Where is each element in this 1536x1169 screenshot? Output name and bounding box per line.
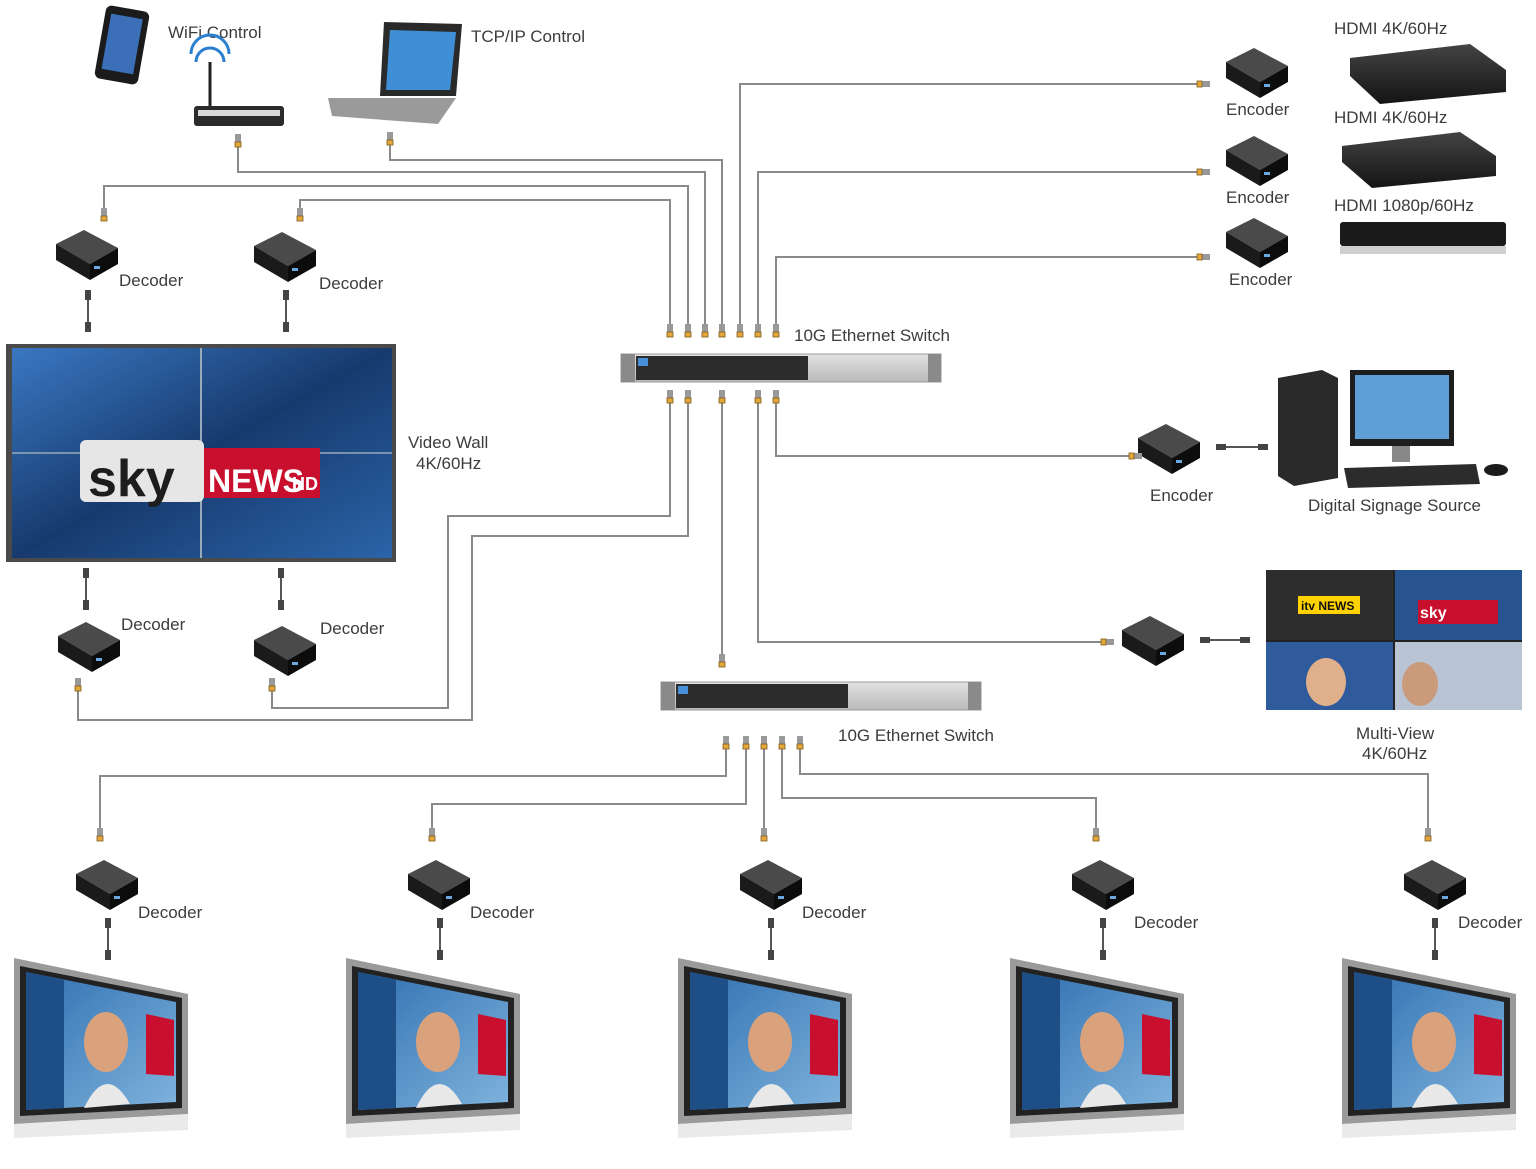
wifi-control-label: WiFi Control bbox=[168, 23, 262, 42]
wifi-router-icon bbox=[189, 33, 284, 126]
smartphone-icon bbox=[94, 5, 150, 85]
decoder-row-1-label: Decoder bbox=[138, 903, 203, 922]
signage-display-4 bbox=[1010, 958, 1184, 1138]
signage-display-3 bbox=[678, 958, 852, 1138]
hd-logo-text: HD bbox=[292, 474, 318, 494]
signage-display-5 bbox=[1342, 958, 1516, 1138]
decoder-row-5 bbox=[1404, 860, 1466, 910]
multiview-res-label: 4K/60Hz bbox=[1362, 744, 1427, 763]
hdmi-source-2-label: HDMI 4K/60Hz bbox=[1334, 108, 1447, 127]
network-cables bbox=[77, 83, 1429, 832]
tcpip-control-label: TCP/IP Control bbox=[471, 27, 585, 46]
encoder-2-label: Encoder bbox=[1226, 188, 1290, 207]
desktop-pc-icon bbox=[1278, 370, 1508, 488]
news-logo-text: NEWS bbox=[208, 463, 304, 499]
media-player-icon bbox=[1350, 44, 1506, 104]
switch-top-label: 10G Ethernet Switch bbox=[794, 326, 950, 345]
signage-display-1 bbox=[14, 958, 188, 1138]
video-wall: sky NEWS HD bbox=[6, 344, 396, 562]
decoder-bl bbox=[58, 622, 120, 672]
laptop-icon bbox=[328, 22, 462, 124]
media-player-icon bbox=[1342, 132, 1496, 188]
decoder-br bbox=[254, 626, 316, 676]
encoder-signage-label: Encoder bbox=[1150, 486, 1214, 505]
network-switch-bottom bbox=[660, 681, 982, 711]
digital-signage-label: Digital Signage Source bbox=[1308, 496, 1481, 515]
decoder-tr bbox=[254, 232, 316, 282]
encoder-1 bbox=[1226, 48, 1288, 98]
encoder-2 bbox=[1226, 136, 1288, 186]
signage-display-2 bbox=[346, 958, 520, 1138]
bluray-player-icon bbox=[1340, 222, 1506, 254]
encoder-3 bbox=[1226, 218, 1288, 268]
encoder-multiview bbox=[1122, 616, 1184, 666]
multiview-sky-text: sky bbox=[1420, 605, 1447, 622]
decoder-row-4 bbox=[1072, 860, 1134, 910]
hdmi-cable-icon bbox=[1200, 637, 1250, 643]
decoder-br-label: Decoder bbox=[320, 619, 385, 638]
decoder-row-2-label: Decoder bbox=[470, 903, 535, 922]
video-wall-res-label: 4K/60Hz bbox=[416, 454, 481, 473]
hdmi-source-3-label: HDMI 1080p/60Hz bbox=[1334, 196, 1474, 215]
sky-logo-text: sky bbox=[88, 450, 175, 508]
decoder-tl-label: Decoder bbox=[119, 271, 184, 290]
decoder-row-4-label: Decoder bbox=[1134, 913, 1199, 932]
network-switch-top bbox=[620, 353, 942, 383]
hdmi-source-1-label: HDMI 4K/60Hz bbox=[1334, 19, 1447, 38]
encoder-3-label: Encoder bbox=[1229, 270, 1293, 289]
encoder-signage bbox=[1138, 424, 1200, 474]
multiview-screen: itv NEWS sky bbox=[1266, 570, 1522, 710]
decoder-row-5-label: Decoder bbox=[1458, 913, 1523, 932]
decoder-bl-label: Decoder bbox=[121, 615, 186, 634]
decoder-row-2 bbox=[408, 860, 470, 910]
decoder-row-3 bbox=[740, 860, 802, 910]
decoder-tr-label: Decoder bbox=[319, 274, 384, 293]
decoder-row-3-label: Decoder bbox=[802, 903, 867, 922]
encoder-1-label: Encoder bbox=[1226, 100, 1290, 119]
decoder-row-1 bbox=[76, 860, 138, 910]
decoder-tl bbox=[56, 230, 118, 280]
hdmi-cable-icon bbox=[1216, 444, 1268, 450]
switch-bottom-label: 10G Ethernet Switch bbox=[838, 726, 994, 745]
multiview-label: Multi-View bbox=[1356, 724, 1435, 743]
video-wall-label: Video Wall bbox=[408, 433, 488, 452]
itv-news-text: itv NEWS bbox=[1301, 599, 1354, 613]
